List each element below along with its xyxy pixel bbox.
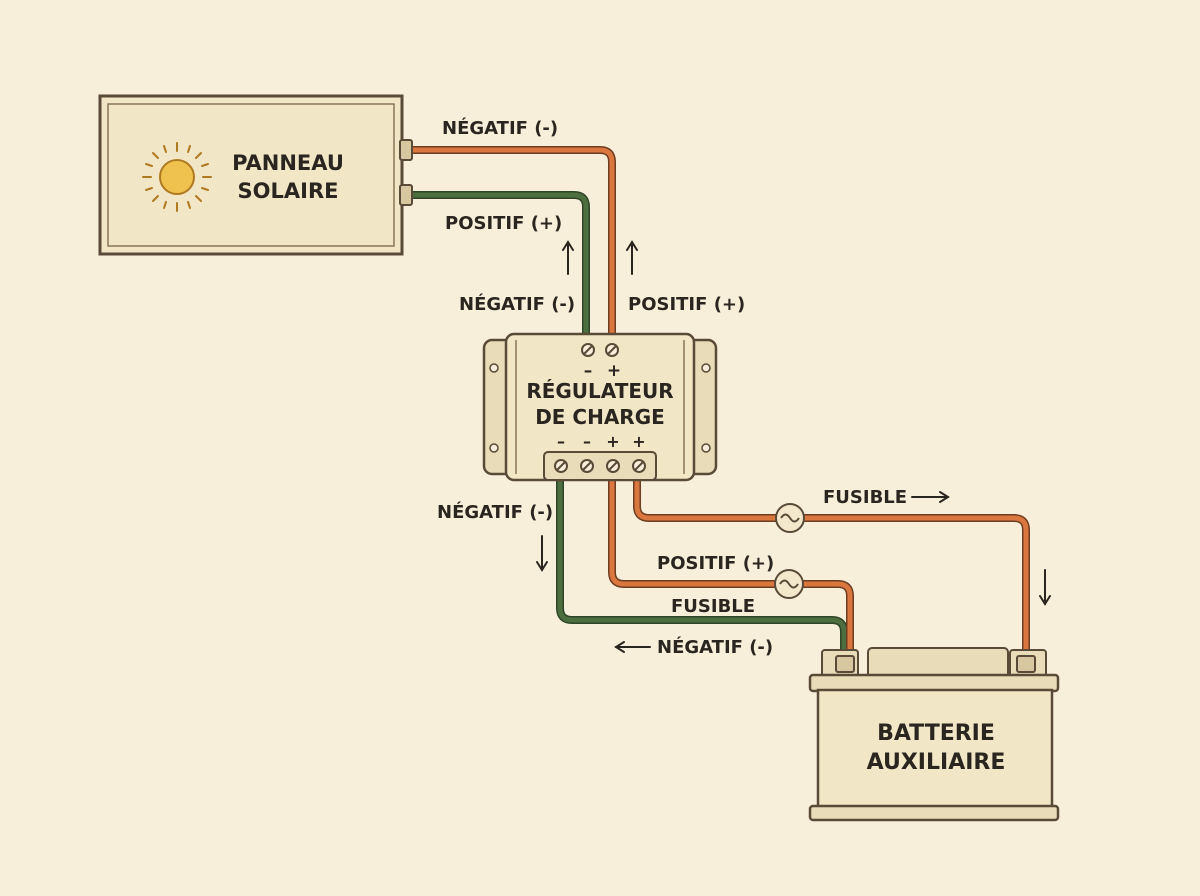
mount-hole: [489, 443, 499, 453]
regulator-title-line2: DE CHARGE: [535, 405, 665, 429]
mount-hole: [701, 363, 711, 373]
panel-title-line2: SOLAIRE: [238, 179, 339, 203]
panel-title-line1: PANNEAU: [232, 151, 344, 175]
regulator-top-terminals: [581, 343, 619, 357]
regulator-bottom-terminal-block: [543, 451, 657, 481]
arrows: [536, 240, 1051, 653]
wire-labels: NÉGATIF (-) POSITIF (+) NÉGATIF (-) POSI…: [437, 117, 907, 658]
arrow-right-icon: [911, 491, 950, 503]
label-positive-out: POSITIF (+): [657, 553, 774, 574]
battery-terminal-right: [1016, 655, 1036, 673]
battery-title-line1: BATTERIE: [877, 721, 995, 746]
arrow-down-icon: [536, 535, 548, 572]
arrow-left-icon: [614, 641, 651, 653]
regulator-bottom-sign-1: –: [557, 432, 565, 451]
regulator-top-plus: +: [607, 361, 621, 381]
label-regulator-out-negative: NÉGATIF (-): [437, 501, 553, 523]
regulator-bottom-sign-3: +: [606, 432, 619, 451]
arrow-up-icon: [562, 240, 574, 275]
label-fuse-top: FUSIBLE: [823, 487, 907, 508]
sun-icon: [142, 142, 212, 212]
label-fuse-bottom: FUSIBLE: [671, 596, 755, 617]
panel-terminal-top: [399, 139, 413, 161]
mount-hole: [489, 363, 499, 373]
label-battery-negative: NÉGATIF (-): [657, 636, 773, 658]
auxiliary-battery: BATTERIE AUXILIAIRE: [808, 647, 1060, 822]
fuse-icon: [774, 569, 804, 599]
label-panel-negative: NÉGATIF (-): [442, 117, 558, 139]
battery-title-line2: AUXILIAIRE: [867, 750, 1006, 775]
regulator-bottom-terminals: [554, 459, 646, 473]
charge-regulator: – + RÉGULATEUR DE CHARGE – – + +: [482, 332, 718, 482]
solar-panel: PANNEAU SOLAIRE: [98, 94, 413, 256]
regulator-title-line1: RÉGULATEUR: [526, 379, 673, 403]
fuse-icon: [775, 503, 805, 533]
wire-panel-negative: [404, 146, 616, 349]
wires: [404, 146, 1030, 664]
label-regulator-in-negative: NÉGATIF (-): [459, 293, 575, 315]
mount-hole: [701, 443, 711, 453]
label-panel-positive: POSITIF (+): [445, 213, 562, 234]
panel-terminal-bottom: [399, 184, 413, 206]
battery-terminal-left: [835, 655, 855, 673]
arrow-down-icon: [1039, 569, 1051, 606]
regulator-bottom-sign-2: –: [583, 432, 591, 451]
regulator-bottom-sign-4: +: [632, 432, 645, 451]
arrow-up-icon: [626, 240, 638, 275]
label-regulator-in-positive: POSITIF (+): [628, 294, 745, 315]
regulator-top-minus: –: [584, 361, 593, 381]
